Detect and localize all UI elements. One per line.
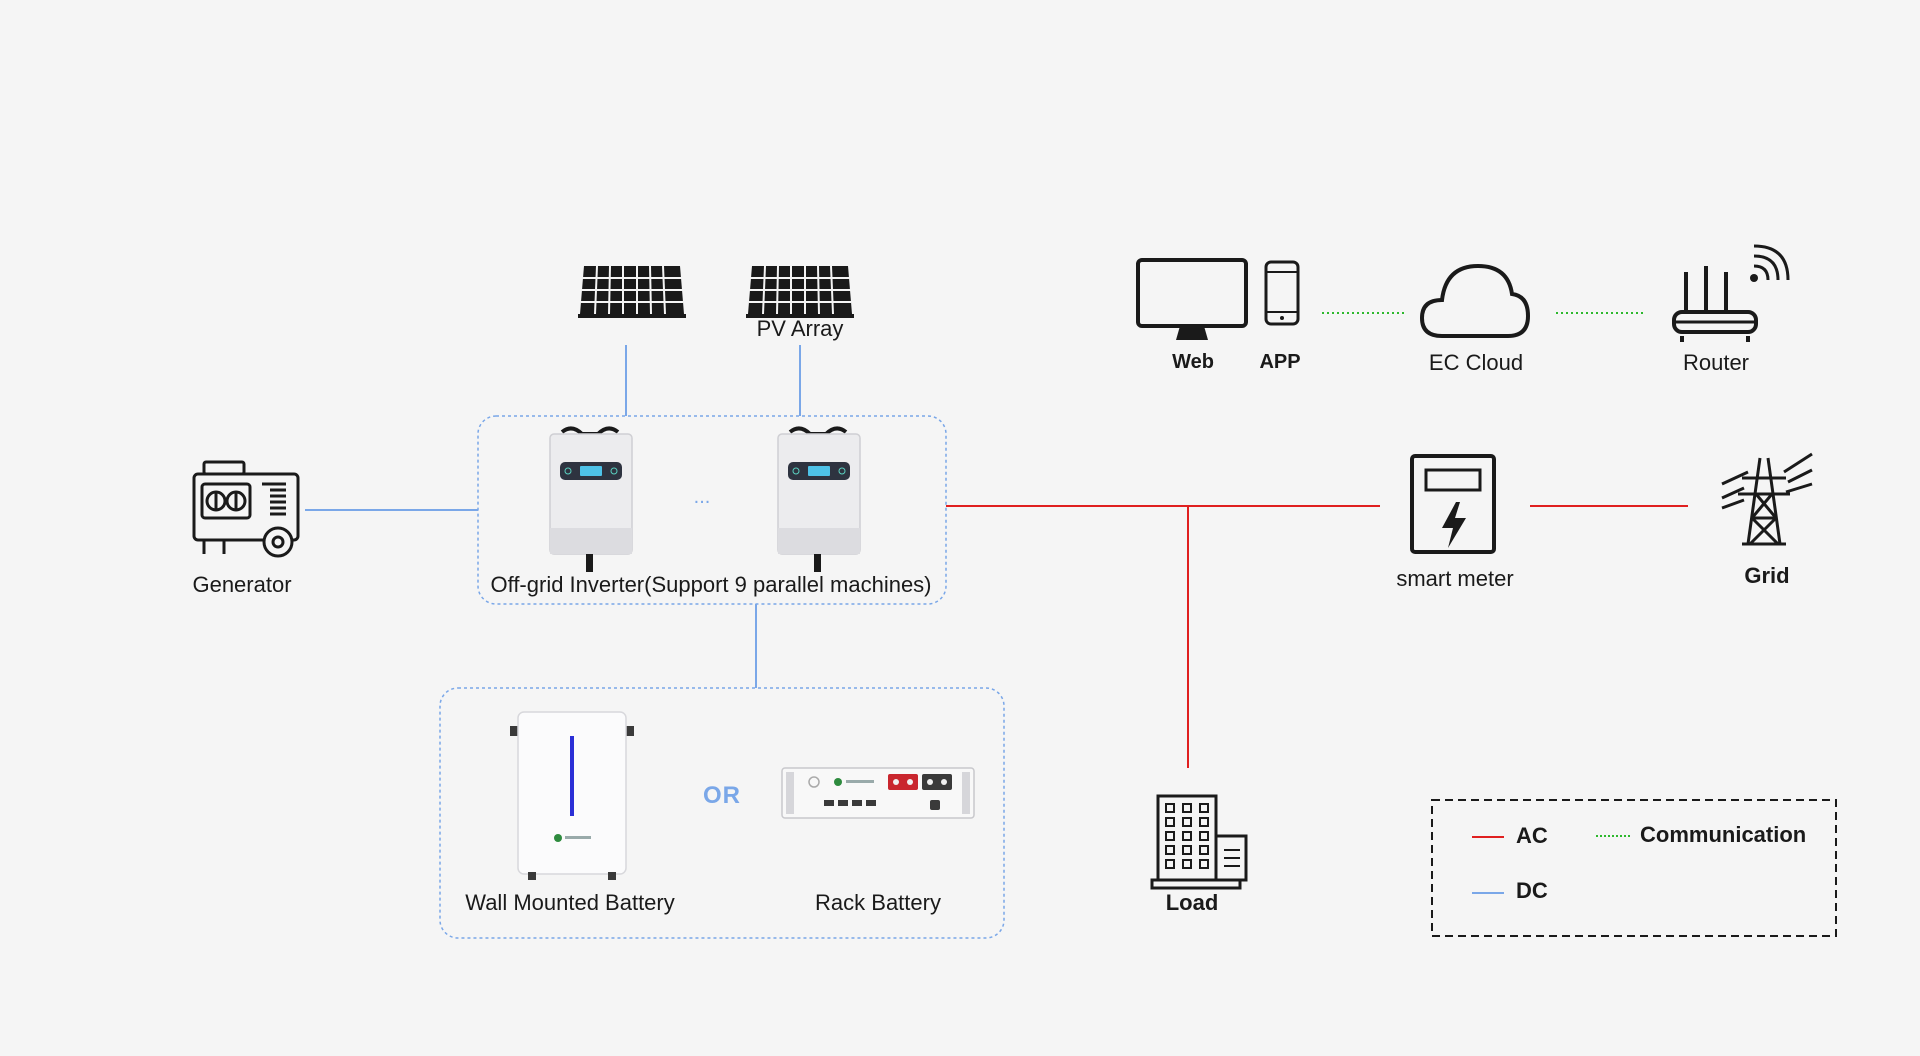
solar-panel-icon [578,265,686,318]
load-label: Load [1165,890,1219,915]
legend-dc-label: DC [1516,878,1548,903]
app-label: APP [1259,351,1301,373]
wall-battery-icon [510,711,634,880]
dc-lines [305,345,801,688]
grid-label: Grid [1744,563,1790,588]
legend-communication-label: Communication [1640,822,1807,847]
phone-icon [1264,260,1300,326]
grid-tower-icon [1721,452,1813,546]
web-label: Web [1172,351,1214,373]
pv-array-label: PV Array [756,316,844,341]
generator-icon [192,460,300,558]
router-icon [1672,244,1790,342]
wall-battery-label: Wall Mounted Battery [465,890,675,915]
or-label: OR [703,782,741,809]
legend-box [1431,799,1837,937]
cloud-icon [1419,263,1531,338]
inverter-ellipsis: ... [693,486,711,508]
inverter-group-box [477,415,947,605]
solar-panel-icon [746,265,854,318]
ac-lines [946,505,1688,768]
load-building-icon [1150,794,1248,890]
rack-battery-icon [781,767,975,819]
legend-ac-label: AC [1516,823,1548,848]
rack-battery-label: Rack Battery [815,890,941,915]
monitor-icon [1136,258,1248,340]
smart-meter-icon [1410,454,1496,554]
smart-meter-label: smart meter [1396,566,1514,591]
cloud-label: EC Cloud [1428,350,1524,375]
router-label: Router [1682,350,1750,375]
inverter-icon [777,426,861,572]
inverter-icon [549,426,633,572]
battery-group-box [439,687,1005,939]
inverter-label: Off-grid Inverter(Support 9 parallel mac… [490,572,932,597]
generator-label: Generator [192,572,292,597]
